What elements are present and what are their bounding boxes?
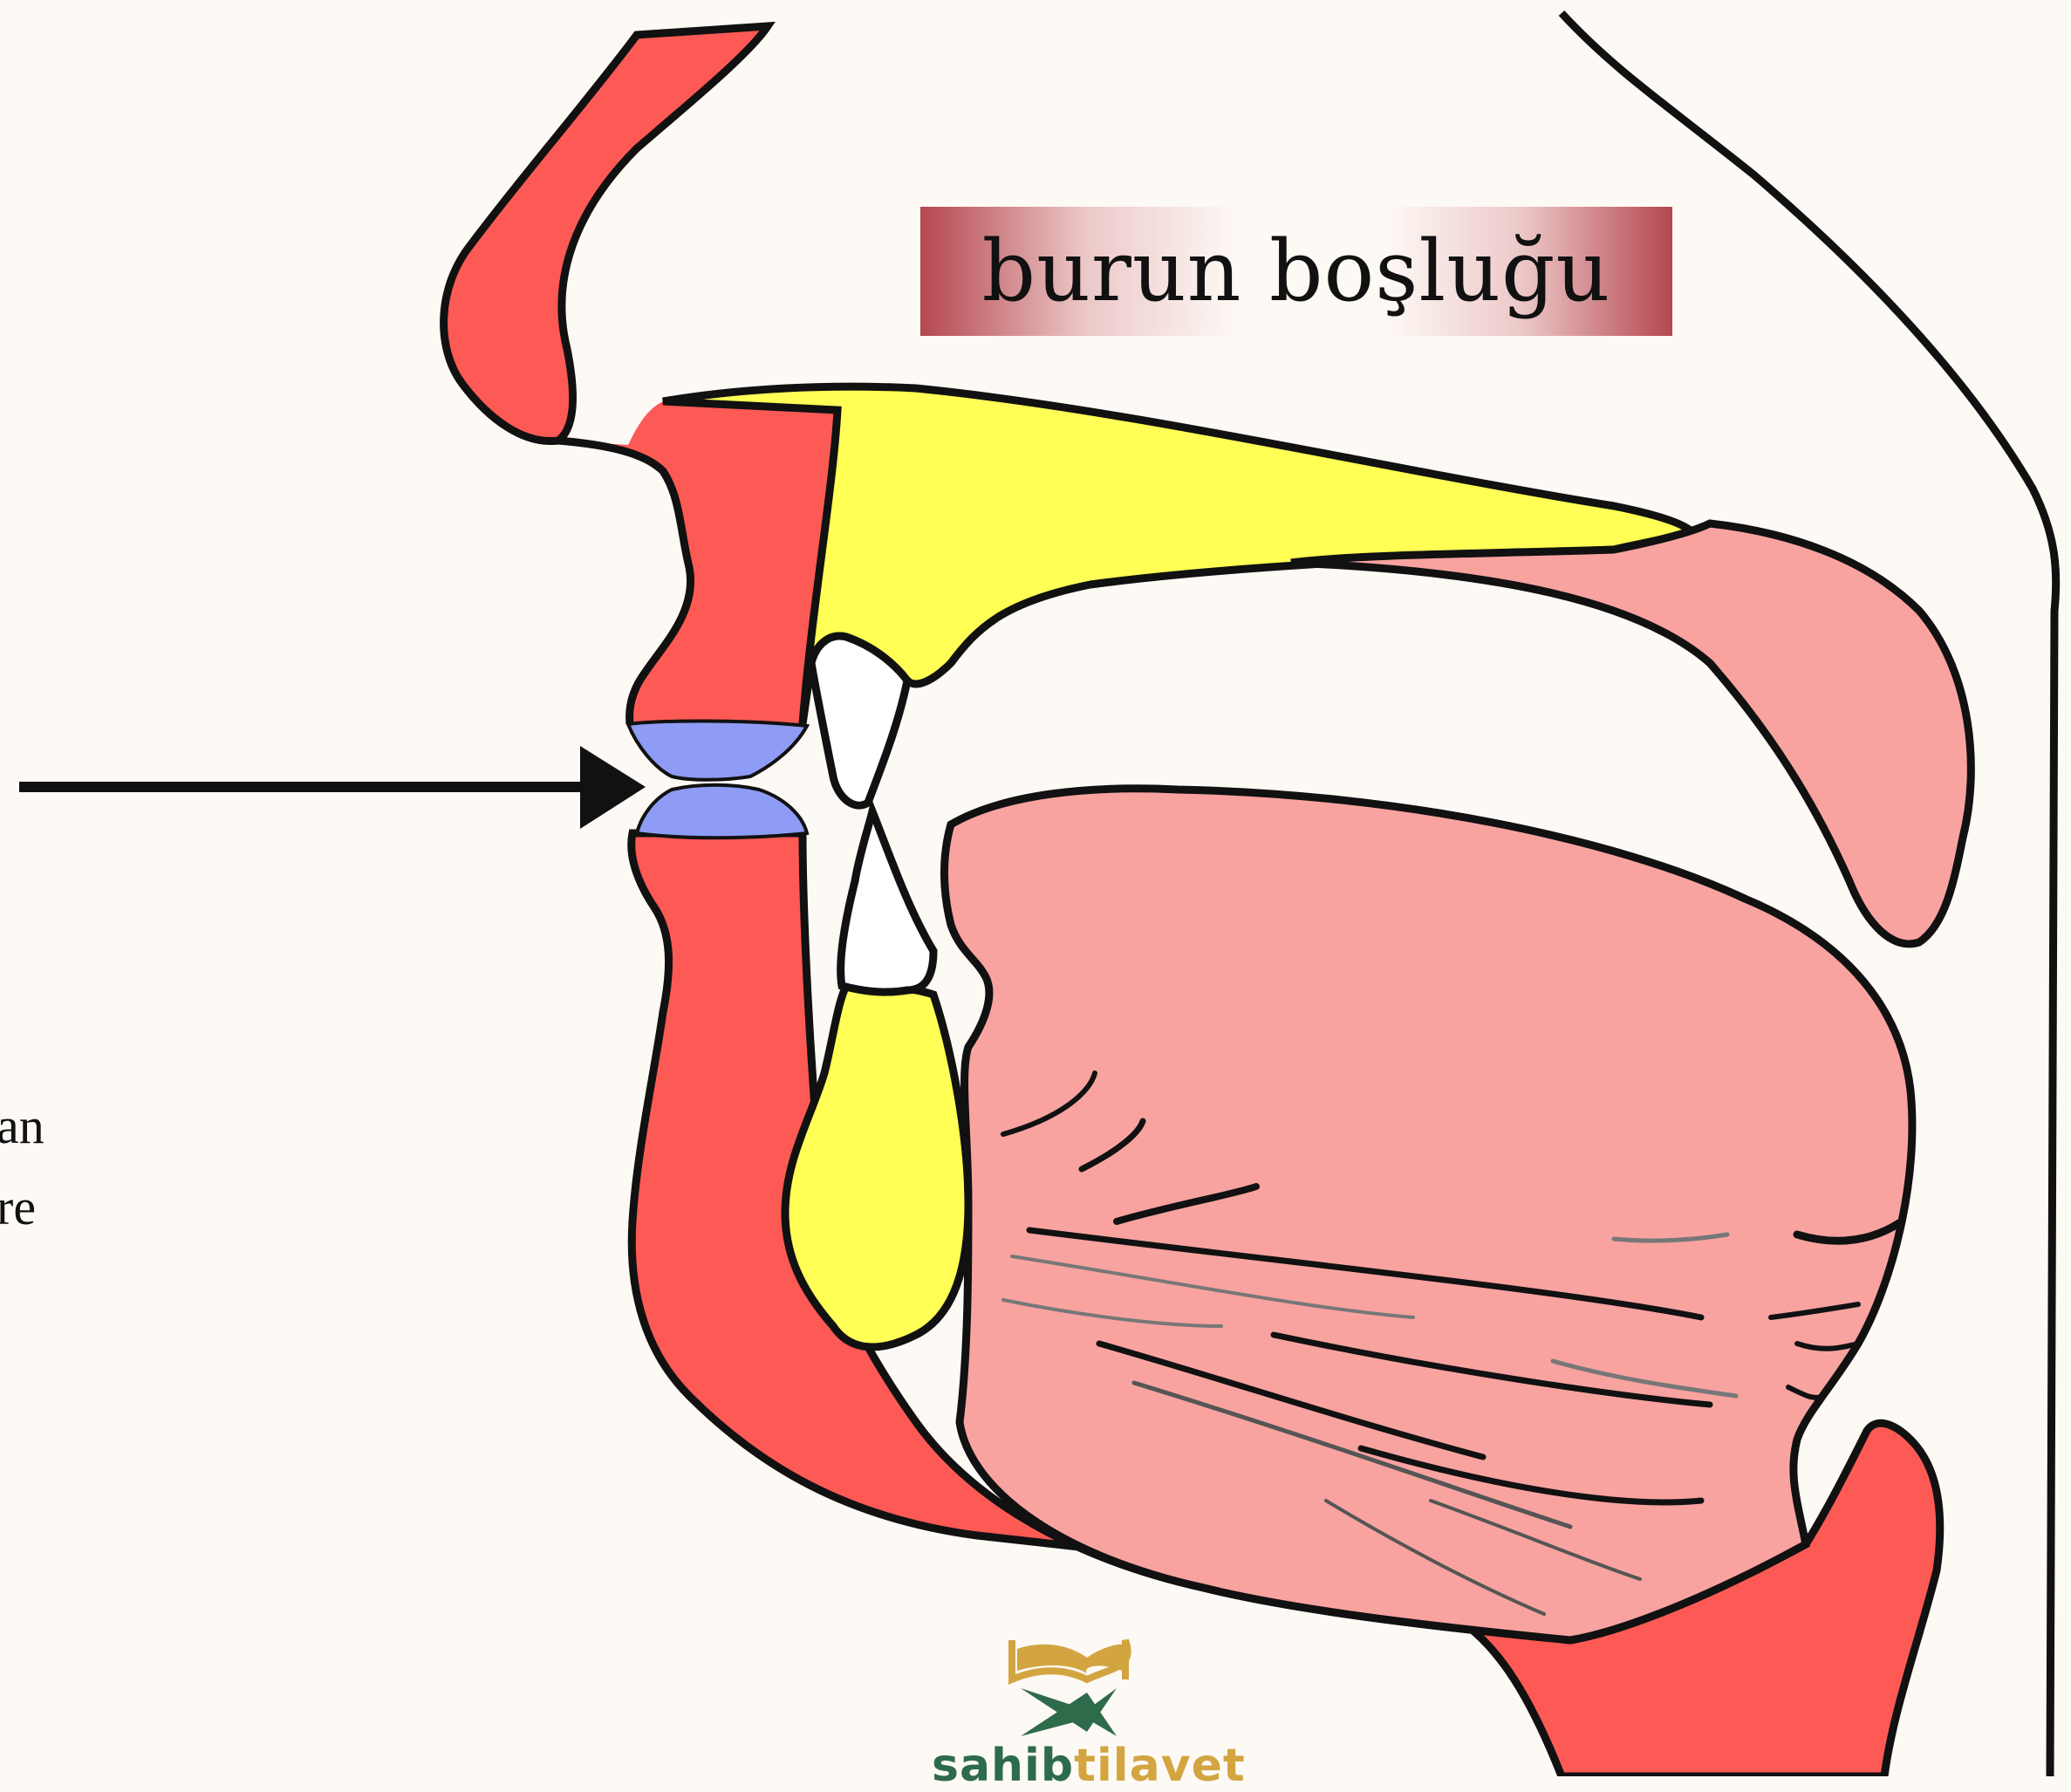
tongue <box>945 789 1912 1640</box>
brand-wordmark: sahibtilavet <box>932 1743 1246 1789</box>
left-edge-fade <box>262 0 297 1776</box>
nasal-cavity-label-box: burun boşluğu <box>920 207 1672 336</box>
nasal-cavity-label: burun boşluğu <box>982 229 1611 313</box>
cropped-text-line-1: an <box>0 1101 44 1152</box>
brand-part-1: sahib <box>932 1740 1074 1792</box>
cropped-text-line-2: re <box>0 1182 36 1233</box>
brand-part-2: tilavet <box>1074 1740 1246 1792</box>
